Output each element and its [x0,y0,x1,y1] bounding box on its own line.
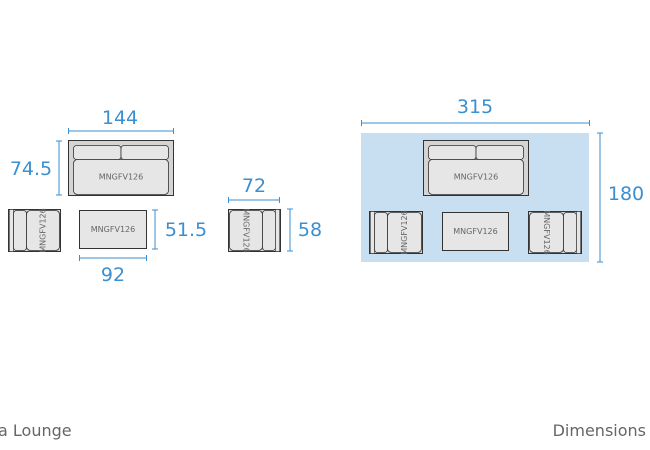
arrangement-depth-line [597,132,603,263]
dimensions-caption: Dimensions [552,421,646,440]
model-code-label: MNGFV126 [99,173,143,182]
back-cushion [563,212,577,253]
back-cushion [73,145,122,160]
arrangement-depth-label: 180 [608,183,644,205]
table-depth-label: 51.5 [165,219,207,241]
sofa-width-label: 144 [102,107,138,129]
product-name-caption: a Lounge [0,421,72,440]
sofa-width-line [68,128,174,134]
model-code-label: MNGFV126 [400,210,409,254]
model-code-label: MNGFV126 [39,208,48,252]
armchair: MNGFV126 [8,208,61,253]
back-cushion [262,210,276,251]
arrangement-width-label: 315 [457,96,493,118]
back-cushion [428,145,477,160]
armchair-depth-label: 58 [298,219,322,241]
sofa-depth-line [56,140,62,196]
coffee-table: MNGFV126 [79,210,147,249]
model-code-label: MNGFV126 [91,225,135,234]
model-code-label: MNGFV126 [242,208,251,252]
armchair-width-line [228,197,280,203]
table-depth-line [152,209,158,250]
table-width-label: 92 [101,264,125,286]
seat-cushion [387,212,422,253]
armchair: MNGFV126 [528,210,582,255]
armchair: MNGFV126 [228,208,281,253]
sofa: MNGFV126 [423,140,529,196]
seat-cushion [73,159,169,195]
model-code-label: MNGFV126 [453,227,497,236]
seat-cushion [26,210,60,251]
armchair-depth-line [287,208,293,252]
armchair-width-label: 72 [242,175,266,197]
table-width-line [79,255,147,261]
arrangement-width-line [361,120,590,126]
seat-cushion [428,159,524,195]
armchair: MNGFV126 [369,210,423,255]
model-code-label: MNGFV126 [454,173,498,182]
back-cushion [13,210,27,251]
sofa: MNGFV126 [68,140,174,196]
back-cushion [374,212,388,253]
coffee-table: MNGFV126 [442,212,509,251]
model-code-label: MNGFV126 [542,210,551,254]
back-cushion [120,145,169,160]
sofa-depth-label: 74.5 [10,158,52,180]
back-cushion [475,145,524,160]
